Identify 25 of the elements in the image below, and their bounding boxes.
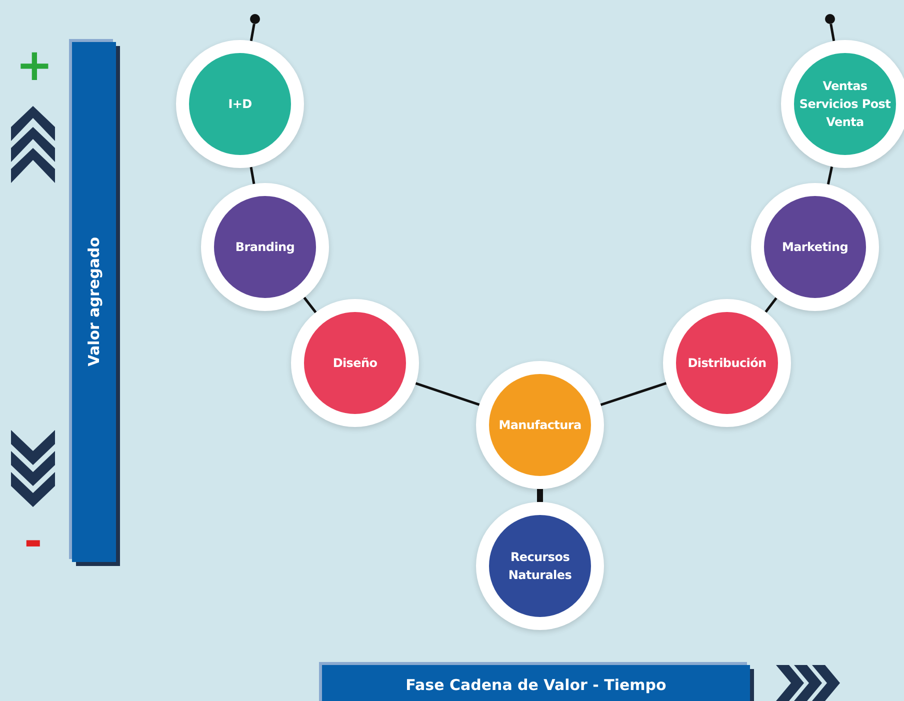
axis-title: Valor agregado [85,237,103,367]
vertical-axis-bar [72,42,116,562]
stage-label: I+D [228,96,252,113]
curve-segment [303,296,317,314]
sign-label: - [24,520,42,564]
stage-label: Marketing [782,239,848,256]
horizontal-axis-bar [322,665,750,701]
curve-segment [415,382,480,406]
stage-label: Recursos Naturales [507,549,573,584]
end-dot [250,14,260,24]
stage-label: Branding [235,239,295,256]
curve-segment [250,24,256,42]
axis-title: Fase Cadena de Valor - Tiempo [406,676,666,694]
stage-label: Distribución [688,355,766,372]
curve-segment [600,382,667,406]
stage-label: Manufactura [498,417,582,434]
curve-segment [250,166,256,184]
end-dot [825,14,835,24]
stage-label: Ventas Servicios Post Venta [798,78,892,131]
curve-segment [826,166,834,185]
curve-segment [537,489,543,502]
sign-label: + [16,44,53,88]
curve-segment [764,297,778,313]
curve-segment [830,24,836,42]
stage-label: Diseño [332,355,378,372]
